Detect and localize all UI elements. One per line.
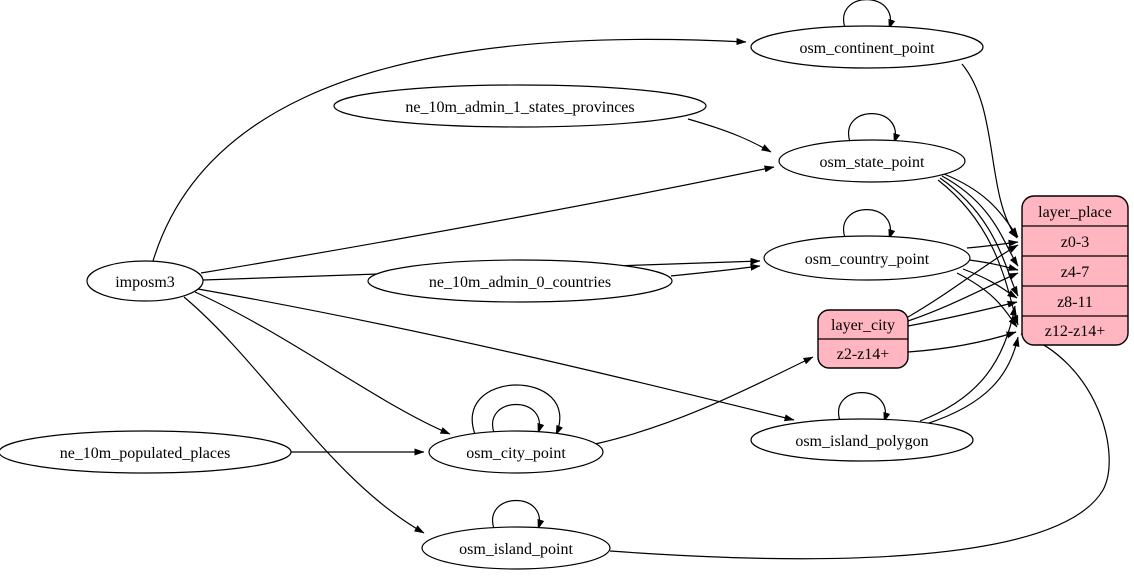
edge-layer-city-to-z8-11	[907, 300, 1018, 327]
osm-country-point-ellipse	[763, 235, 971, 281]
ne-countries-ellipse	[367, 259, 673, 303]
edge-osm-island-polygon-to-z12-z14	[925, 336, 1020, 425]
edge-osm-country-point-to-z8-11	[962, 268, 1018, 299]
edge-layer-city-to-z0-3	[907, 244, 1019, 318]
edge-osm-island-polygon-to-z8-11	[919, 305, 1017, 422]
node-ne-10m-admin-1-states-provinces: ne_10m_admin_1_states_provinces	[333, 84, 707, 128]
layer-place-row-z0-3: z0-3	[1061, 234, 1089, 251]
layer-place-box	[1021, 195, 1129, 346]
record-layer-place: layer_place z0-3 z4-7 z8-11 z12-z14+	[1021, 195, 1129, 346]
self-loop-osm-state-point	[847, 113, 901, 144]
edge-imposm3-to-osm-continent-point	[152, 38, 747, 262]
ne-places-ellipse	[0, 430, 292, 474]
self-loop-osm-country-point	[842, 209, 896, 240]
record-layer-city: layer_city z2-z14+	[817, 309, 909, 369]
osm-continent-point-ellipse	[750, 25, 984, 69]
node-osm-state-point: osm_state_point	[778, 139, 966, 183]
edge-osm-state-point-to-z8-11	[939, 177, 1019, 297]
edge-osm-city-point-to-layer-city	[594, 356, 814, 445]
node-ne-10m-populated-places: ne_10m_populated_places	[0, 430, 292, 474]
ne-states-ellipse	[333, 84, 707, 128]
osm-state-point-label: osm_state_point	[820, 154, 925, 171]
node-osm-island-polygon: osm_island_polygon	[750, 418, 974, 462]
edge-imposm3-to-osm-city-point	[194, 291, 451, 435]
osm-island-point-label: osm_island_point	[459, 541, 573, 558]
layer-city-row-z2-z14: z2-z14+	[837, 346, 890, 363]
layer-place-row-z12-z14: z12-z14+	[1045, 323, 1106, 340]
osm-island-polygon-label: osm_island_polygon	[795, 433, 928, 450]
edge-osm-country-point-to-z0-3	[966, 239, 1019, 249]
edge-layer-city-to-z4-7	[907, 272, 1019, 322]
layer-place-row-z8-11: z8-11	[1057, 294, 1093, 311]
imposm3-ellipse	[86, 260, 204, 302]
edge-osm-state-point-to-z4-7	[941, 175, 1019, 267]
osm-city-point-label: osm_city_point	[466, 445, 566, 462]
layer-place-title: layer_place	[1038, 204, 1112, 221]
osm-country-point-label: osm_country_point	[805, 251, 930, 268]
self-loop-osm-island-point	[491, 500, 545, 530]
self-loop-osm-city-point-outer	[471, 384, 563, 438]
osm-continent-point-label: osm_continent_point	[799, 40, 935, 57]
ne-places-label: ne_10m_populated_places	[60, 445, 231, 462]
imposm3-label: imposm3	[115, 274, 175, 291]
node-osm-city-point: osm_city_point	[428, 430, 604, 474]
edge-ne-countries-to-osm-country-point	[670, 263, 761, 277]
edge-ne-states-to-osm-state-point	[687, 118, 772, 153]
self-loop-osm-city-point-inner	[491, 404, 545, 434]
edges	[152, 0, 1110, 560]
edge-osm-country-point-to-z12-z14	[956, 272, 1018, 328]
self-loop-osm-continent-point	[842, 0, 896, 30]
node-osm-continent-point: osm_continent_point	[750, 25, 984, 69]
osm-island-polygon-ellipse	[750, 418, 974, 462]
edge-imposm3-to-osm-island-point	[183, 296, 425, 534]
osm-island-point-ellipse	[421, 526, 611, 570]
edge-osm-state-point-to-z0-3	[943, 173, 1019, 238]
layer-city-title: layer_city	[831, 317, 895, 334]
layer-place-row-z4-7: z4-7	[1061, 264, 1089, 281]
edge-osm-continent-point-to-z0-3	[961, 63, 1018, 239]
node-osm-country-point: osm_country_point	[763, 235, 971, 281]
edge-osm-country-point-to-z4-7	[968, 259, 1019, 271]
node-imposm3: imposm3	[86, 260, 204, 302]
edge-osm-island-point-to-z12-z14	[609, 333, 1110, 560]
edge-imposm3-to-osm-state-point	[200, 165, 775, 274]
osm-city-point-ellipse	[428, 430, 604, 474]
osm-state-point-ellipse	[778, 139, 966, 183]
self-loop-osm-island-polygon	[837, 392, 891, 423]
edge-imposm3-to-osm-island-polygon	[197, 288, 795, 422]
node-osm-island-point: osm_island_point	[421, 526, 611, 570]
ne-countries-label: ne_10m_admin_0_countries	[429, 274, 611, 291]
ne-states-label: ne_10m_admin_1_states_provinces	[405, 99, 634, 116]
node-ne-10m-admin-0-countries: ne_10m_admin_0_countries	[367, 259, 673, 303]
edge-layer-city-to-z12-z14	[907, 331, 1017, 353]
